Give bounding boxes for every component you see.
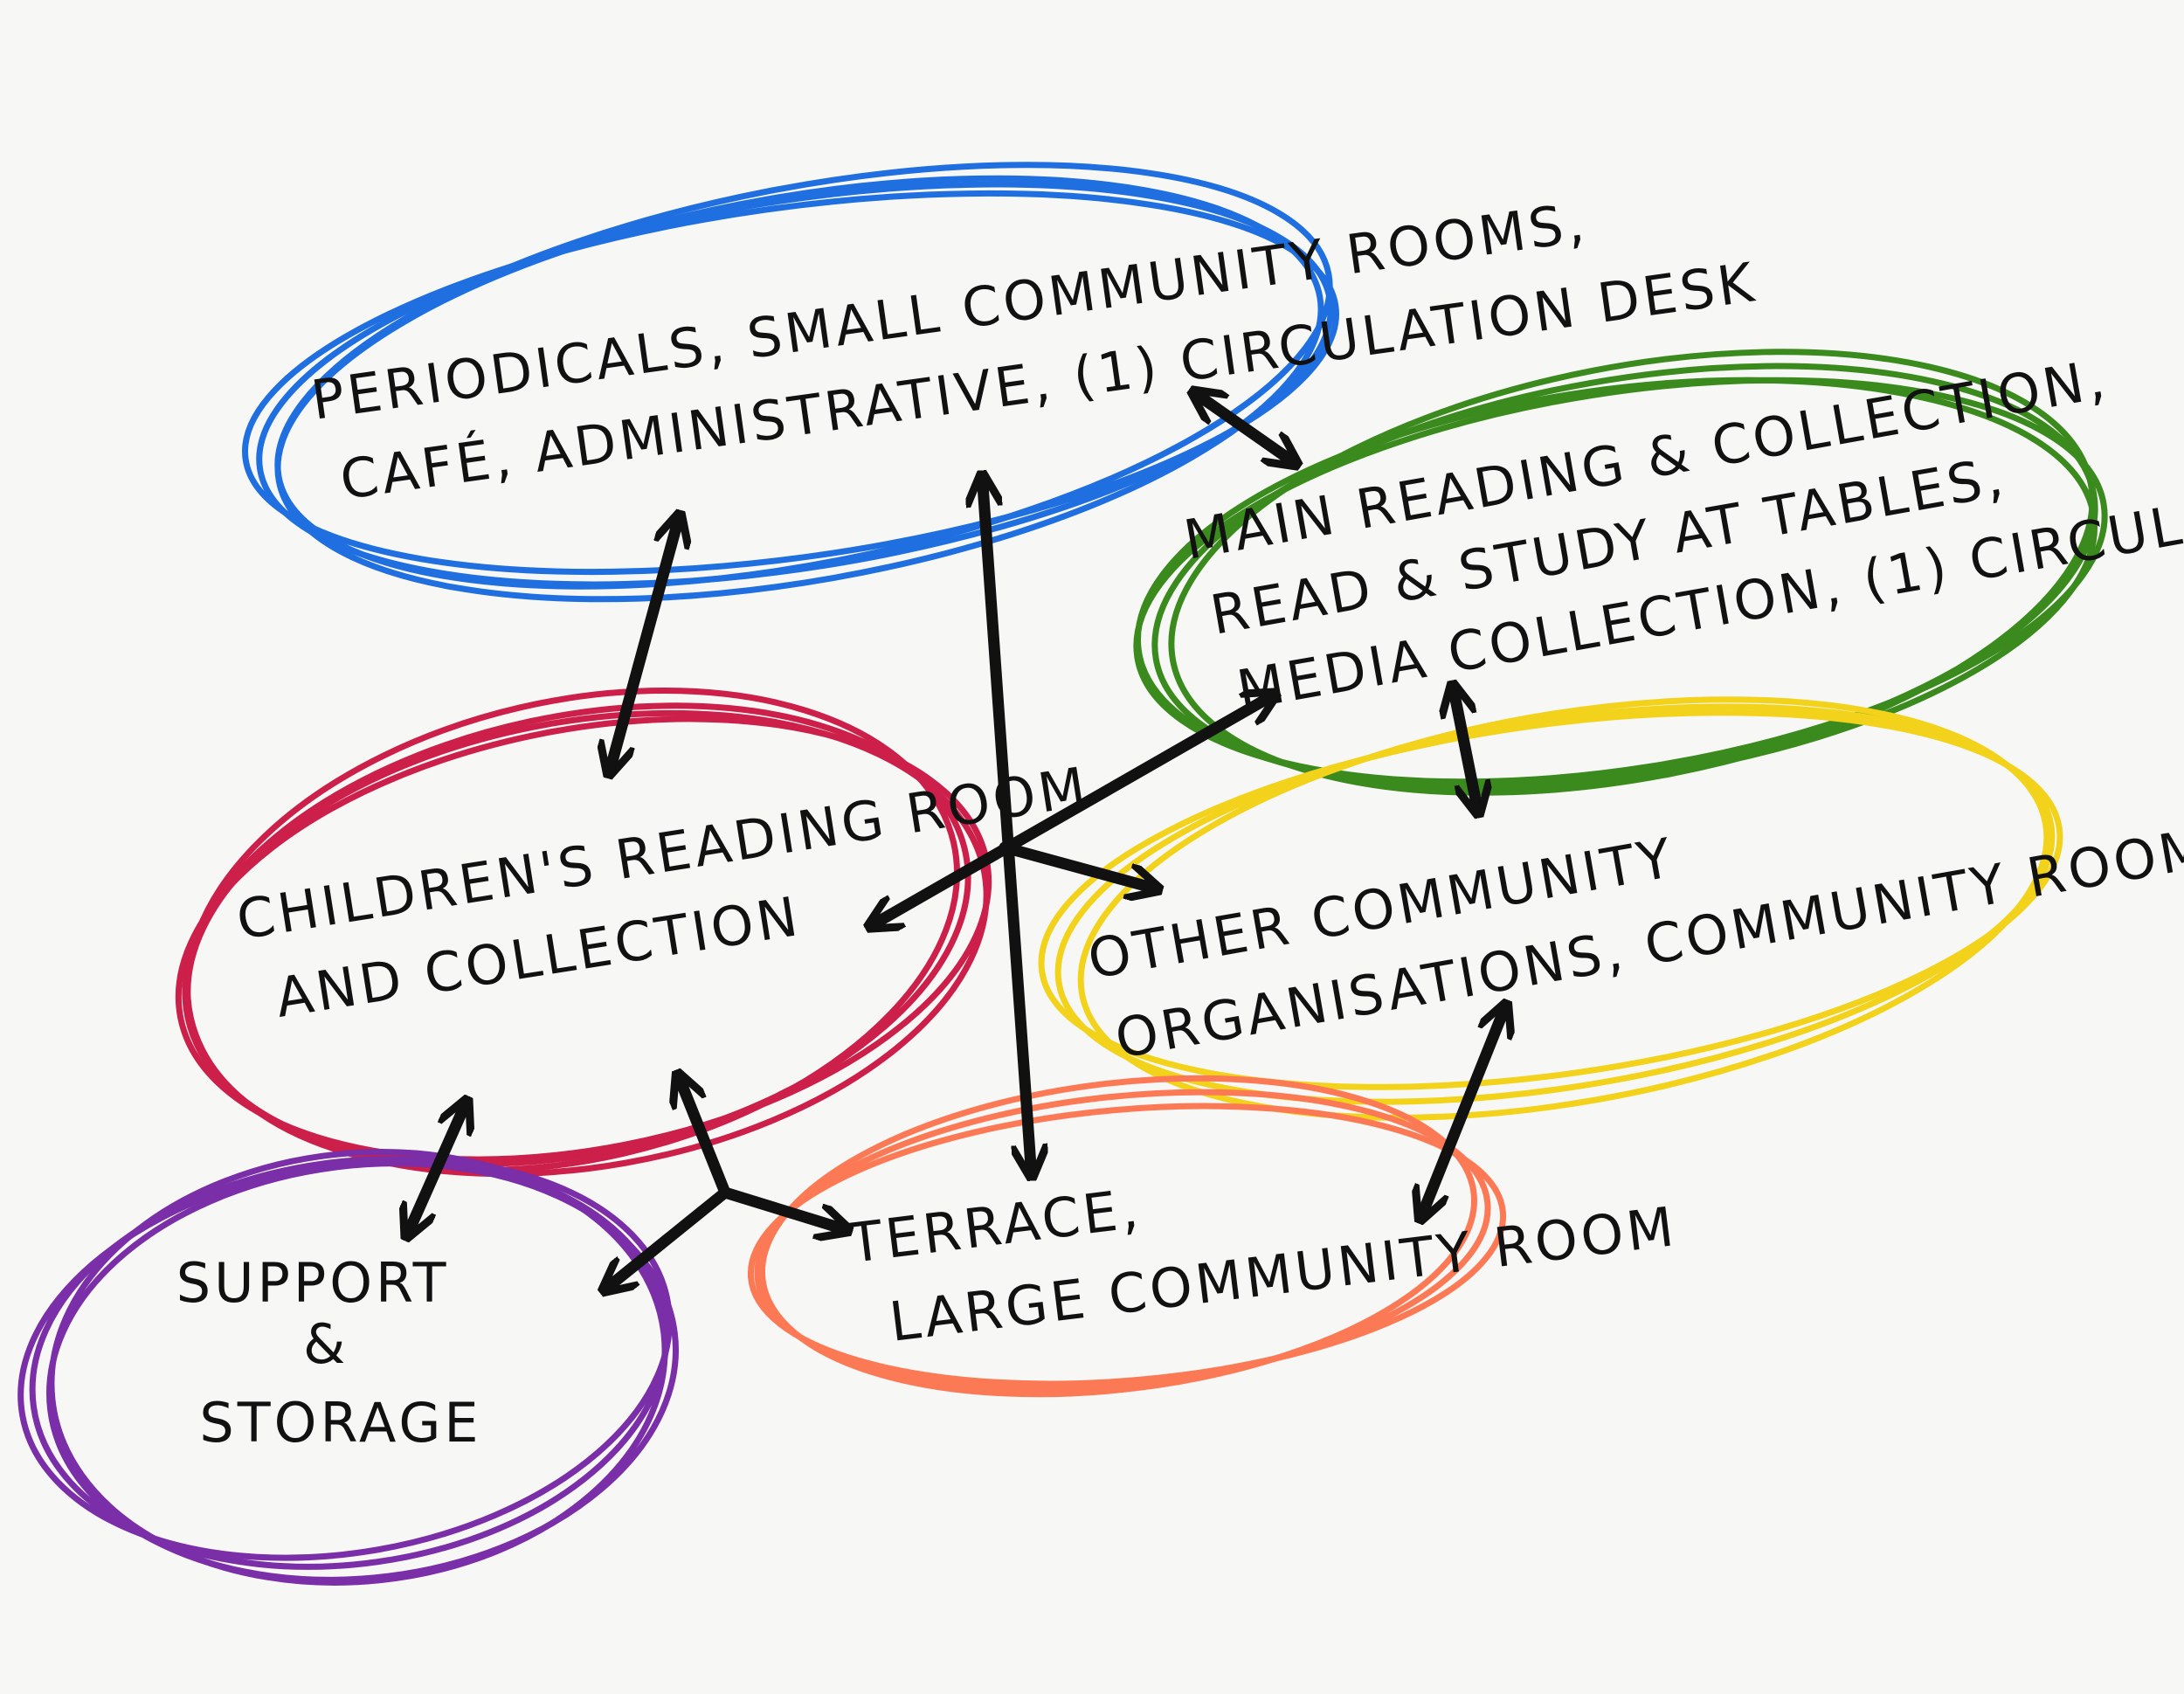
bubble-outline: [242, 162, 1339, 603]
connector-arrow: [999, 841, 1149, 887]
connectors: [411, 398, 1503, 1284]
bubble-outline: [17, 1149, 679, 1586]
connector-arrow: [612, 524, 677, 764]
connector-arrow: [719, 1186, 839, 1227]
label-line: &: [303, 1312, 349, 1376]
label-line: SUPPORT: [176, 1251, 450, 1315]
label-line: TERRACE,: [845, 1176, 1145, 1276]
connector-arrow: [681, 1083, 731, 1199]
bubble-outline: [1038, 696, 2063, 1121]
connector-arrow: [1424, 1013, 1503, 1210]
connector-arrow: [411, 1110, 463, 1227]
bubble-support-storage: SUPPORT & STORAGE: [17, 1149, 679, 1586]
bubble-outline: [1133, 349, 2108, 796]
bubble-childrens: CHILDREN'S READING ROOM AND COLLECTION: [175, 688, 1093, 1178]
bubble-terrace: TERRACE, LARGE COMMUNITY ROOM: [747, 1075, 1681, 1398]
bubble-label: SUPPORT & STORAGE: [176, 1251, 482, 1455]
connector-arrow: [1201, 398, 1289, 459]
connector-arrow: [878, 699, 1267, 922]
bubble-label: TERRACE, LARGE COMMUNITY ROOM: [845, 1112, 1681, 1359]
connector-arrow: [1455, 695, 1476, 804]
connector-arrow: [612, 1186, 731, 1284]
label-line: STORAGE: [199, 1391, 481, 1455]
